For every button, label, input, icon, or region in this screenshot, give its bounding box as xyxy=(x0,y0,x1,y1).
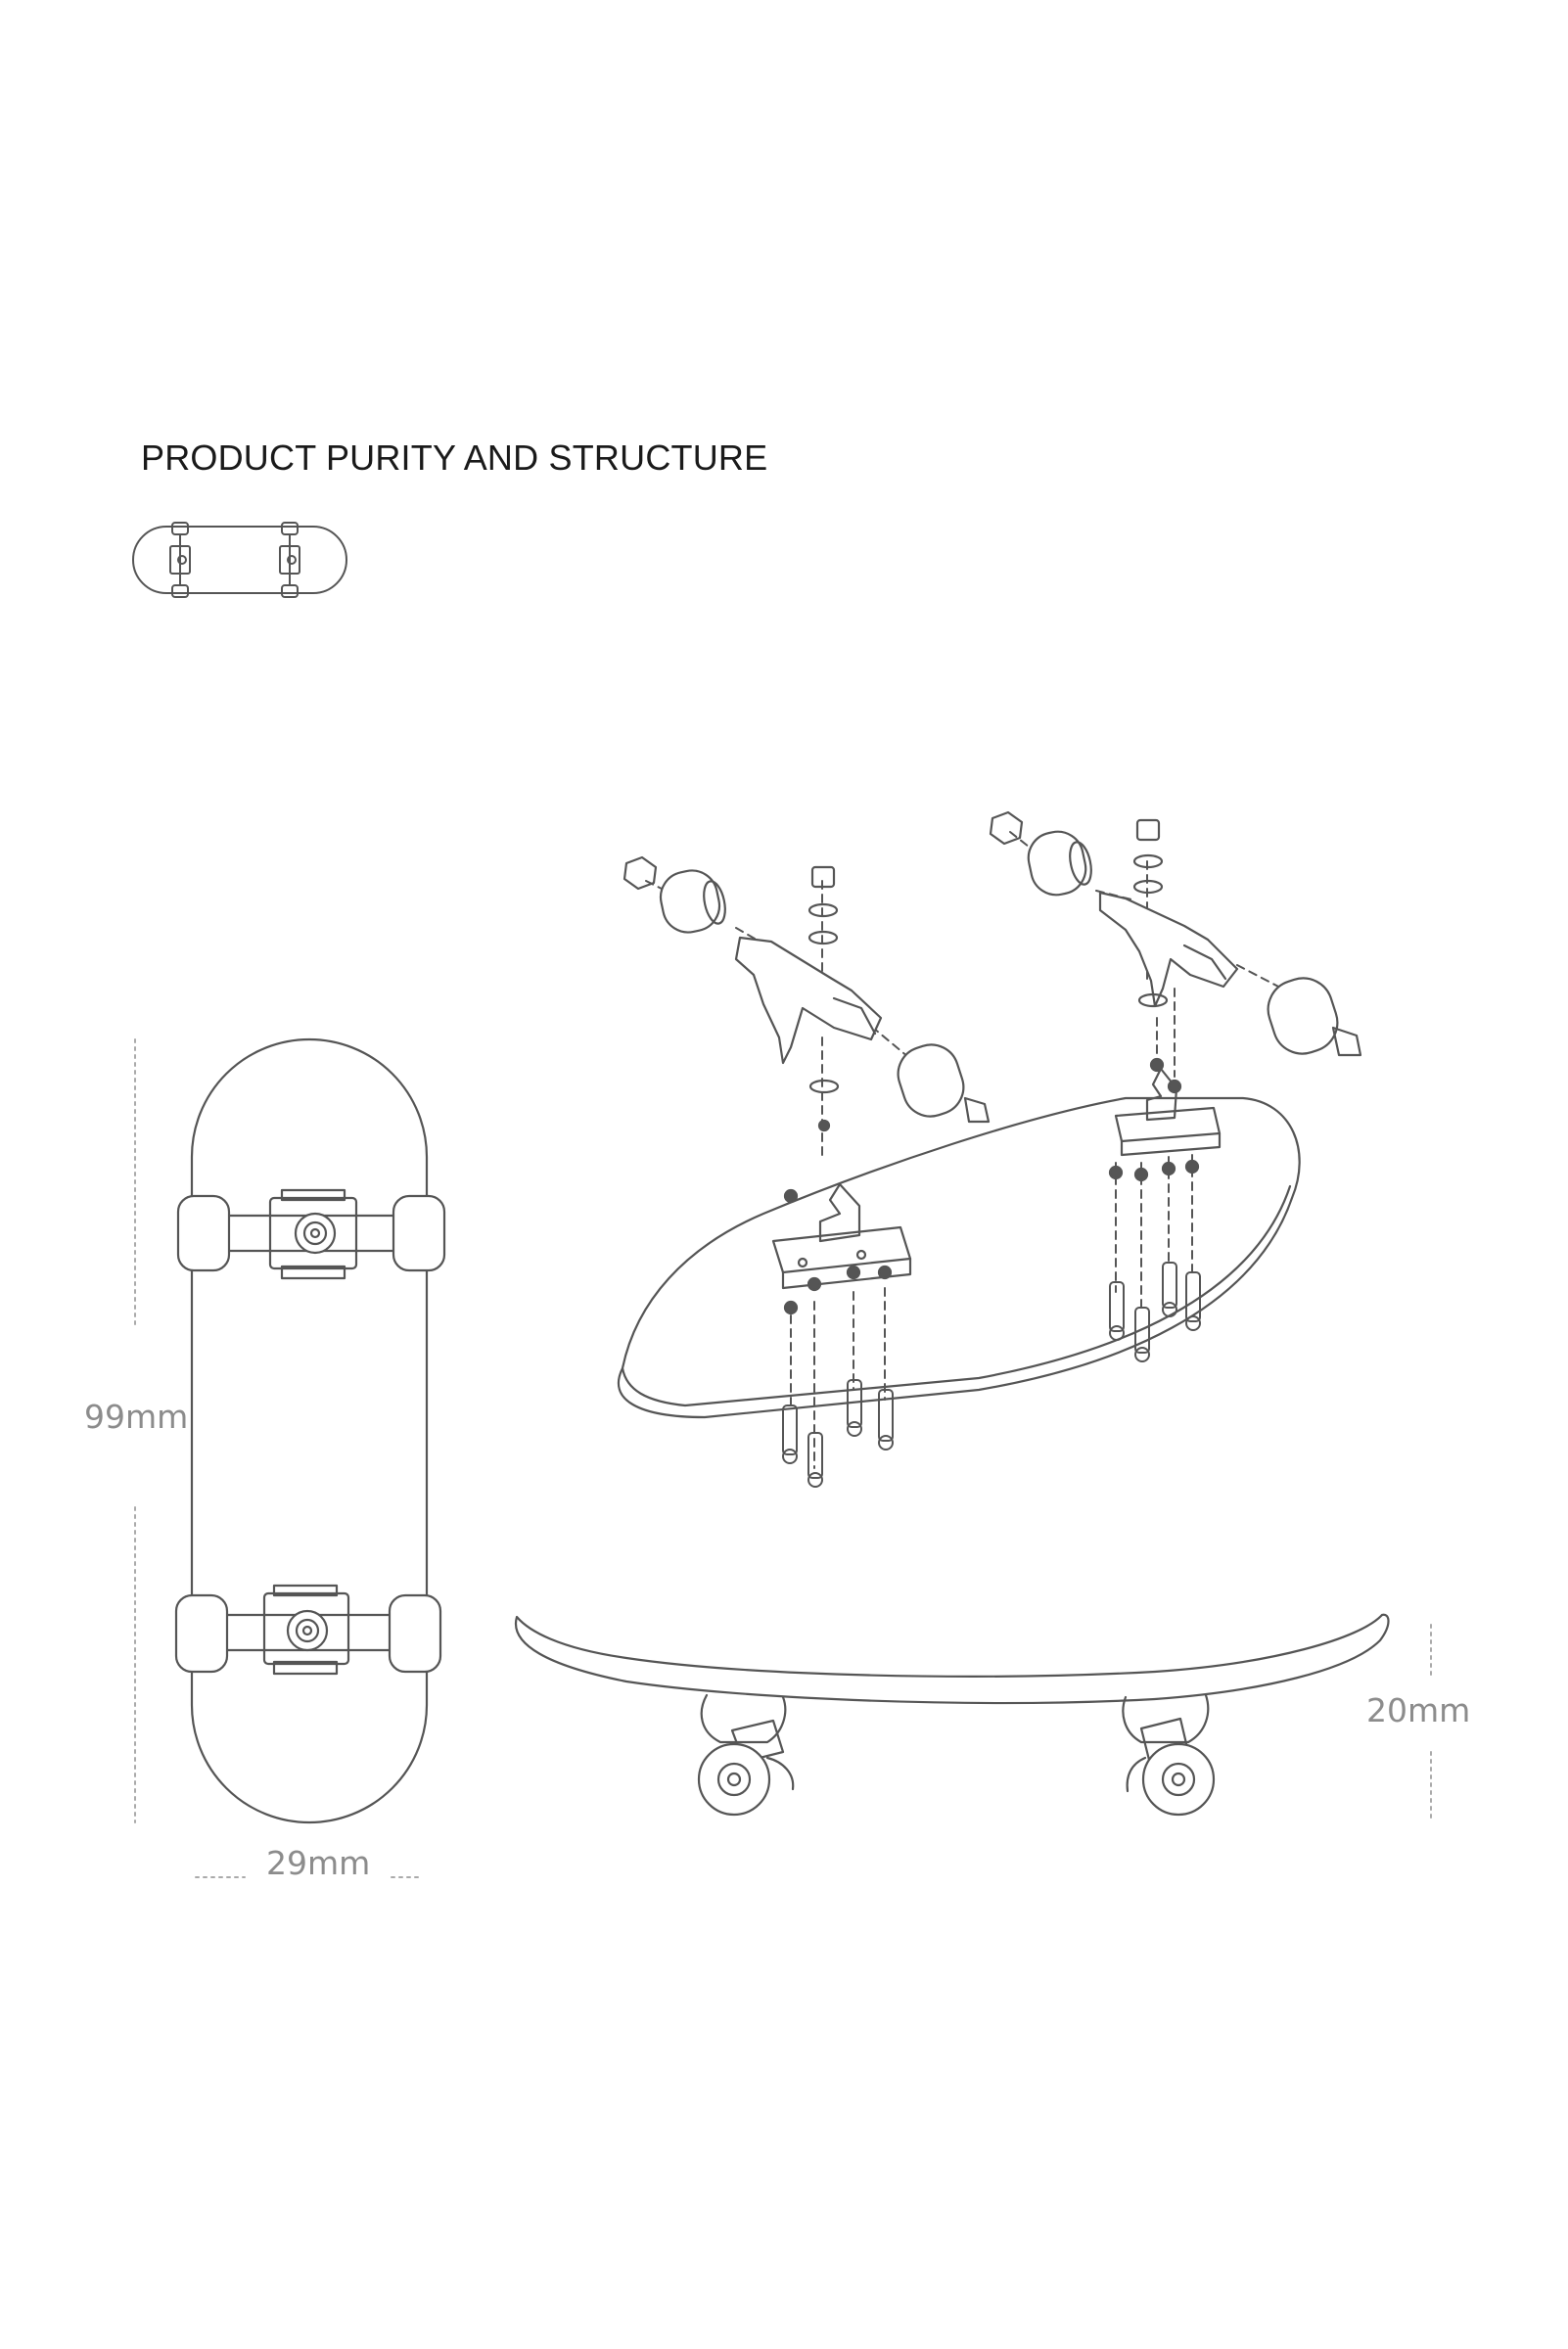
exploded-rear-hardware xyxy=(989,810,1362,1182)
fingerboard-thumbnail-icon xyxy=(132,522,347,598)
exploded-rear-baseplate xyxy=(1114,1067,1222,1157)
top-view-front-truck xyxy=(176,1188,446,1280)
side-view-board xyxy=(514,1613,1390,1817)
exploded-assembly xyxy=(617,810,1362,1488)
top-view-board xyxy=(174,1037,446,1824)
side-view-rear-truck xyxy=(1122,1693,1216,1817)
exploded-deck xyxy=(617,1096,1301,1419)
dimension-lines xyxy=(134,1038,1432,1878)
side-view-front-truck xyxy=(697,1693,795,1817)
length-dimension-label: 99mm xyxy=(84,1398,189,1436)
exploded-front-hardware xyxy=(623,855,991,1315)
exploded-front-screws xyxy=(782,1379,894,1488)
exploded-rear-screws xyxy=(1109,1262,1201,1362)
height-dimension-label: 20mm xyxy=(1366,1691,1471,1729)
top-view-rear-truck xyxy=(174,1584,442,1676)
exploded-front-baseplate xyxy=(771,1182,912,1290)
width-dimension-label: 29mm xyxy=(266,1844,371,1882)
page-title: PRODUCT PURITY AND STRUCTURE xyxy=(141,438,768,478)
